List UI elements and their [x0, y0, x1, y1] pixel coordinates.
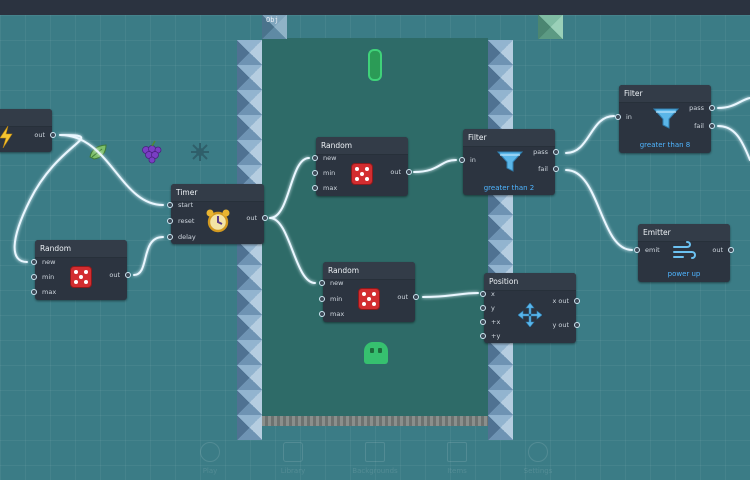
- random-node-bottom[interactable]: Random new min max out: [319, 262, 419, 322]
- port-fail[interactable]: fail: [694, 120, 715, 132]
- port-plus-x[interactable]: +x: [480, 316, 500, 328]
- port-emit[interactable]: emit: [634, 244, 660, 256]
- wire-random-bottom-to-position: [422, 292, 479, 298]
- wire-source-to-timer: [59, 134, 164, 206]
- image-icon: [365, 442, 385, 462]
- wire-random-to-timer: [133, 236, 164, 276]
- splat-icon[interactable]: [188, 140, 212, 164]
- node-title: Timer: [171, 184, 264, 202]
- bottom-toolbar: Play Library Backgrounds Items Settings: [170, 442, 590, 480]
- node-title: Random: [323, 262, 415, 280]
- random-node-top[interactable]: Random new min max out: [312, 137, 412, 196]
- level-floor: [262, 416, 488, 426]
- filter-condition: greater than 8: [639, 141, 691, 149]
- funnel-icon: [652, 106, 680, 134]
- door-sprite[interactable]: [368, 49, 382, 81]
- source-out-port[interactable]: out: [34, 129, 56, 141]
- port-new[interactable]: new: [31, 256, 55, 268]
- spawn-marker[interactable]: [538, 15, 563, 39]
- filter-condition: greater than 2: [483, 184, 535, 192]
- wire-timer-to-random-top: [269, 157, 310, 219]
- node-title: Random: [35, 240, 127, 258]
- funnel-icon: [496, 149, 524, 177]
- play-icon: [200, 442, 220, 462]
- port-max[interactable]: max: [319, 308, 344, 320]
- port-out[interactable]: out: [109, 269, 131, 281]
- port-new[interactable]: new: [312, 152, 336, 164]
- wind-icon: [672, 241, 696, 265]
- dice-icon: [358, 288, 380, 310]
- port-out[interactable]: out: [246, 212, 268, 224]
- wire-filter-fail-to-emitter: [565, 169, 633, 251]
- port-min[interactable]: min: [312, 167, 335, 179]
- settings-button[interactable]: Settings: [498, 442, 578, 475]
- emitter-effect: power up: [667, 270, 701, 278]
- position-node[interactable]: Position x y +x +y x out y out: [480, 273, 580, 343]
- port-pass[interactable]: pass: [533, 146, 559, 158]
- wire-random-top-to-filter: [413, 159, 457, 173]
- object-marker[interactable]: Obj: [262, 15, 287, 39]
- port-max[interactable]: max: [31, 286, 56, 298]
- source-node[interactable]: out: [0, 109, 56, 152]
- items-button[interactable]: Items: [417, 442, 497, 475]
- port-pass[interactable]: pass: [689, 102, 715, 114]
- slime-sprite[interactable]: [364, 342, 388, 364]
- port-in[interactable]: in: [459, 154, 476, 166]
- port-plus-y[interactable]: +y: [480, 330, 500, 342]
- filter-node-2[interactable]: Filter in pass fail greater than 2: [459, 129, 559, 195]
- dice-icon: [351, 163, 373, 185]
- port-y[interactable]: y: [480, 302, 495, 314]
- move-arrows-icon: [517, 302, 543, 331]
- node-title: Filter: [619, 85, 711, 103]
- box-icon: [447, 442, 467, 462]
- port-x[interactable]: x: [480, 288, 495, 300]
- node-title: Random: [316, 137, 408, 155]
- emitter-node[interactable]: Emitter emit out power up: [634, 224, 734, 282]
- node-title: Position: [484, 273, 576, 291]
- filter-node-8[interactable]: Filter in pass fail greater than 8: [615, 85, 715, 153]
- random-node-left[interactable]: Random new min max out: [31, 240, 131, 300]
- port-min[interactable]: min: [319, 293, 342, 305]
- node-title: Emitter: [638, 224, 730, 242]
- port-y-out[interactable]: y out: [552, 319, 580, 331]
- library-button[interactable]: Library: [253, 442, 333, 475]
- port-max[interactable]: max: [312, 182, 337, 194]
- object-marker-label: Obj: [266, 16, 279, 24]
- node-title: Filter: [463, 129, 555, 147]
- wire-source-to-random: [13, 134, 83, 263]
- port-reset[interactable]: reset: [167, 215, 194, 227]
- port-new[interactable]: new: [319, 277, 343, 289]
- port-fail[interactable]: fail: [538, 163, 559, 175]
- backgrounds-button[interactable]: Backgrounds: [335, 442, 415, 475]
- port-out[interactable]: out: [712, 244, 734, 256]
- wire-filter8-pass-out: [717, 97, 750, 109]
- grapes-icon[interactable]: [138, 140, 162, 164]
- wire-timer-to-random-bottom: [269, 217, 316, 284]
- sliders-icon: [528, 442, 548, 462]
- port-out[interactable]: out: [397, 291, 419, 303]
- wire-filter-pass-to-filter8: [565, 115, 615, 154]
- right-wall: [488, 40, 513, 440]
- play-button[interactable]: Play: [170, 442, 250, 475]
- port-in[interactable]: in: [615, 111, 632, 123]
- port-delay[interactable]: delay: [167, 231, 196, 243]
- lightning-icon: [0, 125, 13, 152]
- port-min[interactable]: min: [31, 271, 54, 283]
- top-bar: [0, 0, 750, 15]
- alarm-clock-icon: [205, 208, 231, 238]
- port-out[interactable]: out: [390, 166, 412, 178]
- dice-icon: [70, 266, 92, 288]
- wire-filter8-fail-out: [717, 125, 750, 161]
- timer-node[interactable]: Timer start reset delay out: [167, 184, 268, 244]
- port-x-out[interactable]: x out: [552, 295, 580, 307]
- port-start[interactable]: start: [167, 199, 193, 211]
- cube-icon: [283, 442, 303, 462]
